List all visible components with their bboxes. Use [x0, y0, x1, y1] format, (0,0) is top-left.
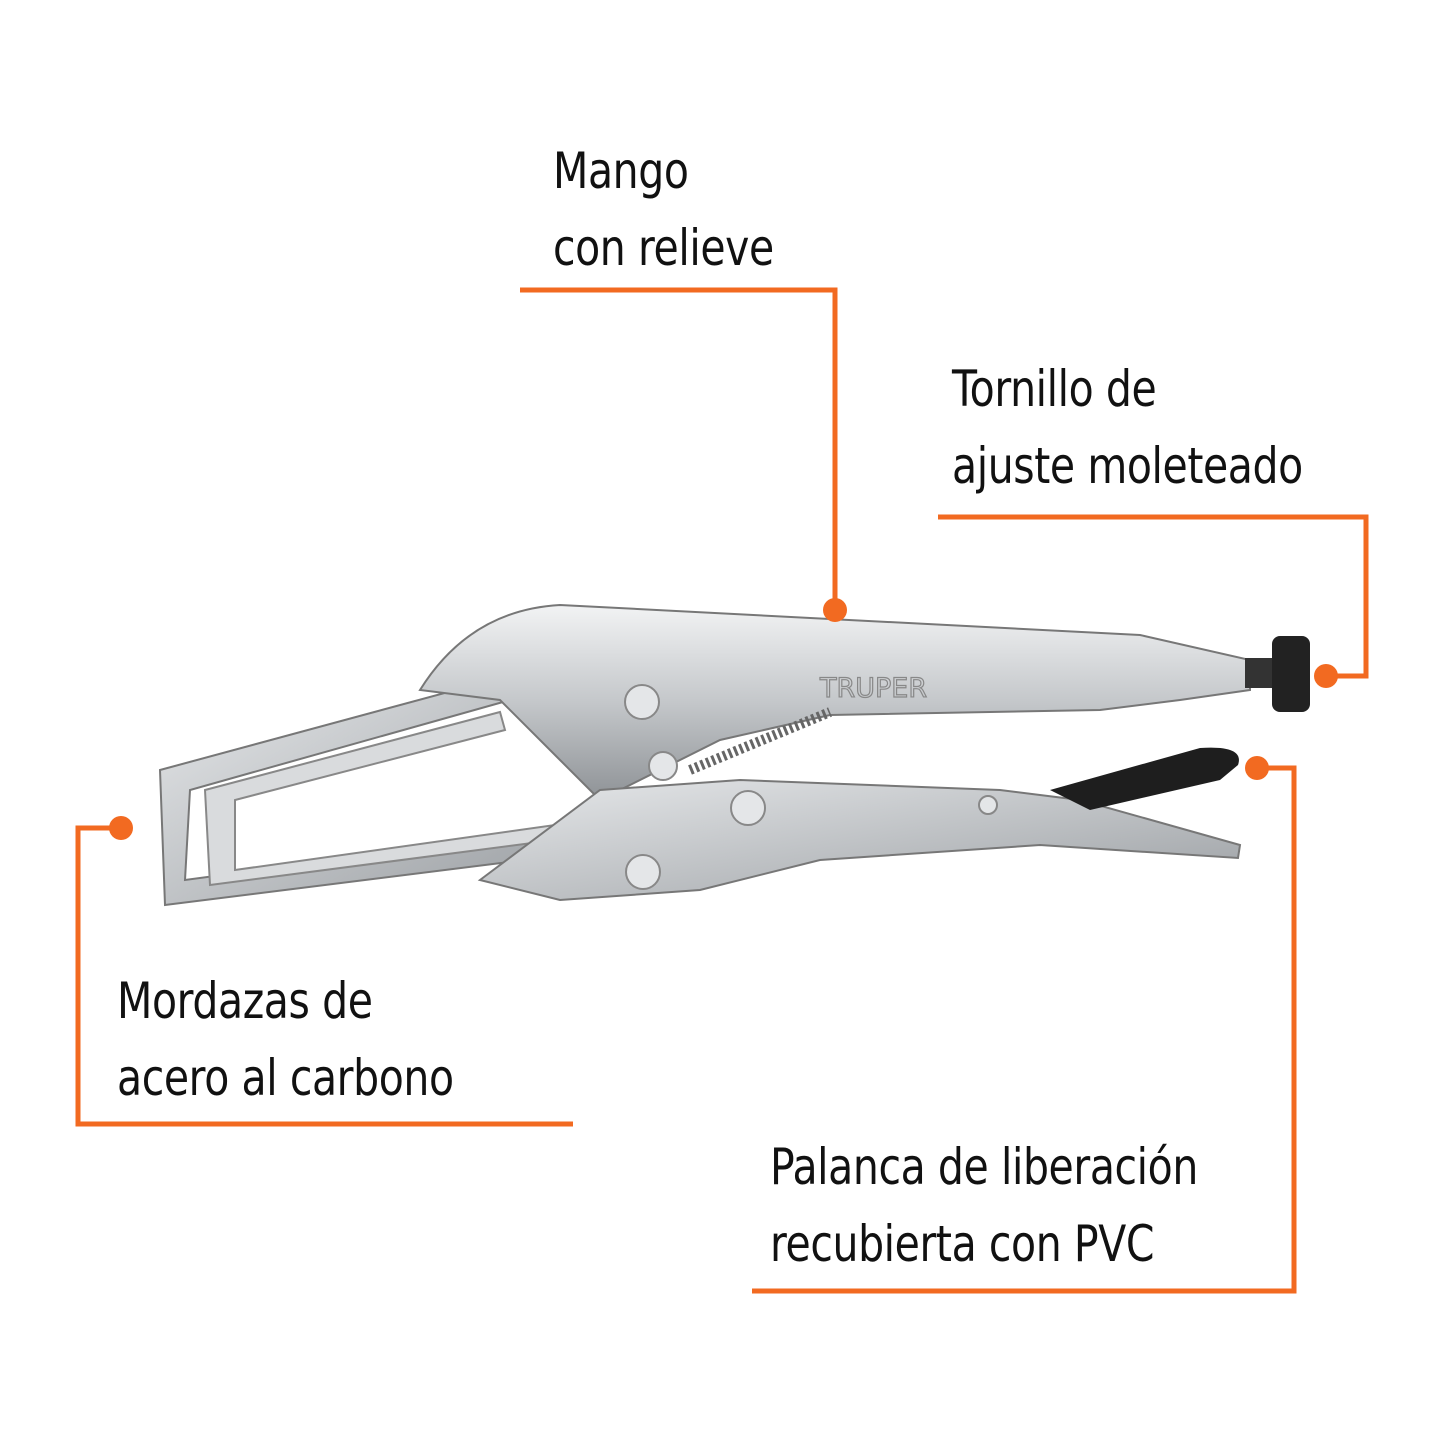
lower-handle [477, 778, 1242, 902]
callout-line-palanca [752, 765, 1297, 1294]
label-line: ajuste moleteado [952, 437, 1303, 495]
label-line: Palanca de liberación [770, 1138, 1198, 1196]
adjusting-screw [1245, 636, 1310, 712]
label-line: acero al carbono [117, 1049, 454, 1107]
callout-dot-mordazas [109, 816, 133, 840]
callout-label-mango: Mango con relieve [553, 133, 774, 287]
callout-lines [75, 287, 1369, 1294]
callout-label-mordazas: Mordazas de acero al carbono [117, 963, 454, 1117]
callout-label-tornillo: Tornillo de ajuste moleteado [952, 351, 1303, 505]
label-line: Mango [553, 142, 689, 200]
callout-dot-mango [823, 598, 847, 622]
pvc-release-lever [1050, 747, 1239, 810]
callout-line-mordazas [75, 825, 573, 1127]
spring [688, 707, 832, 775]
label-line: Mordazas de [117, 972, 373, 1030]
callout-line-mango [520, 287, 838, 610]
brand-logo: TRUPER [819, 673, 927, 704]
callout-dot-tornillo [1314, 664, 1338, 688]
rivets [624, 684, 998, 890]
label-line: con relieve [553, 219, 774, 277]
label-line: Tornillo de [952, 360, 1157, 418]
label-line: recubierta con PVC [770, 1215, 1155, 1273]
upper-handle [418, 603, 1251, 802]
callout-dot-palanca [1245, 756, 1269, 780]
callout-label-palanca: Palanca de liberación recubierta con PVC [770, 1129, 1198, 1283]
callout-line-tornillo [938, 514, 1369, 679]
